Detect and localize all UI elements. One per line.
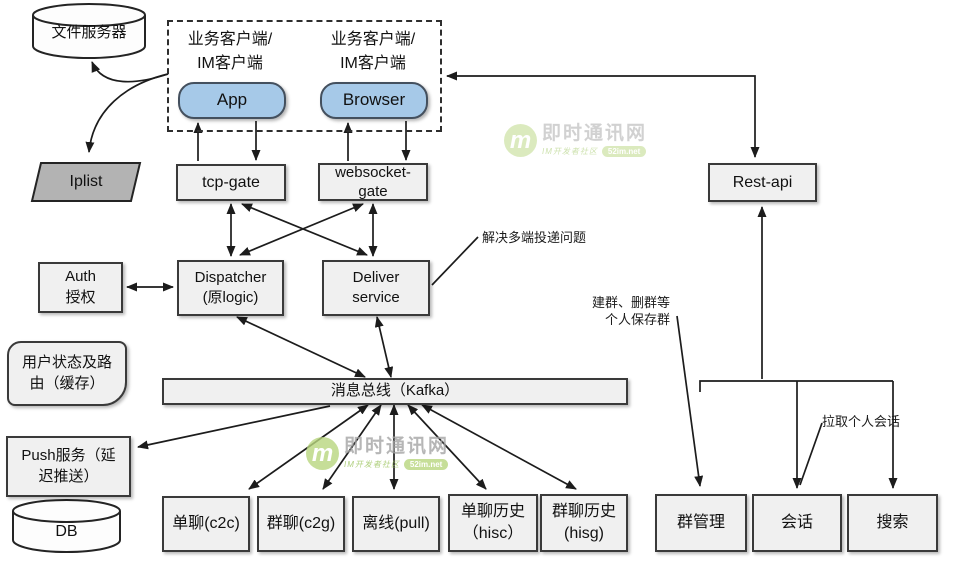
- file-server-node: 文件服务器: [51, 23, 127, 41]
- iplist-node: Iplist: [69, 173, 103, 190]
- watermark-title: 即时通讯网: [542, 123, 648, 144]
- db-node: DB: [55, 523, 78, 540]
- connector-clients-iplist: [85, 73, 169, 153]
- watermark-title: 即时通讯网: [344, 436, 450, 457]
- watermark-logo-icon: m: [306, 437, 339, 470]
- branch-horizontal: [699, 380, 893, 392]
- group-history-node: 群聊历史 (hisg): [540, 494, 628, 552]
- watermark-top: m 即时通讯网 IM开发者社区 52im.net: [504, 123, 648, 157]
- connector-dispatcher-kafka: [236, 316, 366, 378]
- watermark-subtitle: IM开发者社区: [542, 146, 598, 156]
- connector-tcpgate-deliver: [241, 203, 368, 256]
- client-dashed-box: [167, 20, 442, 132]
- watermark-bottom: m 即时通讯网 IM开发者社区 52im.net: [306, 436, 450, 470]
- dispatcher-node: Dispatcher (原logic): [177, 260, 284, 316]
- watermark-subtitle: IM开发者社区: [344, 459, 400, 469]
- deliver-note: 解决多端投递问题: [482, 230, 587, 245]
- connector-note-groupmgmt: [676, 315, 704, 487]
- watermark-badge: 52im.net: [403, 458, 449, 470]
- browser-node: Browser: [320, 82, 428, 119]
- leader-deliver-note: [431, 236, 479, 286]
- app-node: App: [178, 82, 286, 119]
- connector-kafka-push: [137, 405, 331, 450]
- offline-node: 离线(pull): [352, 496, 440, 552]
- client-group-label-left: 业务客户端/ IM客户端: [187, 31, 273, 72]
- kafka-bus-node: 消息总线（Kafka）: [162, 378, 628, 405]
- watermark-badge: 52im.net: [601, 145, 647, 157]
- watermark-logo-icon: m: [504, 124, 537, 157]
- auth-node: Auth 授权: [38, 262, 123, 313]
- session-node: 会话: [752, 494, 842, 552]
- websocket-gate-node: websocket- gate: [318, 163, 428, 201]
- single-history-node: 单聊历史 （hisc）: [448, 494, 538, 552]
- push-service-node: Push服务（延 迟推送）: [6, 436, 131, 497]
- session-note: 拉取个人会话: [822, 414, 901, 429]
- leader-session-note: [799, 422, 823, 486]
- single-chat-node: 单聊(c2c): [162, 496, 250, 552]
- tcp-gate-node: tcp-gate: [176, 164, 286, 201]
- group-mgmt-node: 群管理: [655, 494, 747, 552]
- deliver-service-node: Deliver service: [322, 260, 430, 316]
- search-node: 搜索: [847, 494, 938, 552]
- group-chat-node: 群聊(c2g): [257, 496, 345, 552]
- client-group-label-right: 业务客户端/ IM客户端: [330, 31, 416, 72]
- rest-api-node: Rest-api: [708, 163, 817, 202]
- connector-deliver-kafka: [374, 316, 394, 378]
- connector-wsgate-dispatcher: [239, 203, 364, 256]
- connector-clients-fileserver: [91, 61, 169, 83]
- group-note: 建群、删群等 个人保存群: [591, 295, 670, 327]
- user-status-node: 用户状态及路 由（缓存）: [7, 341, 127, 406]
